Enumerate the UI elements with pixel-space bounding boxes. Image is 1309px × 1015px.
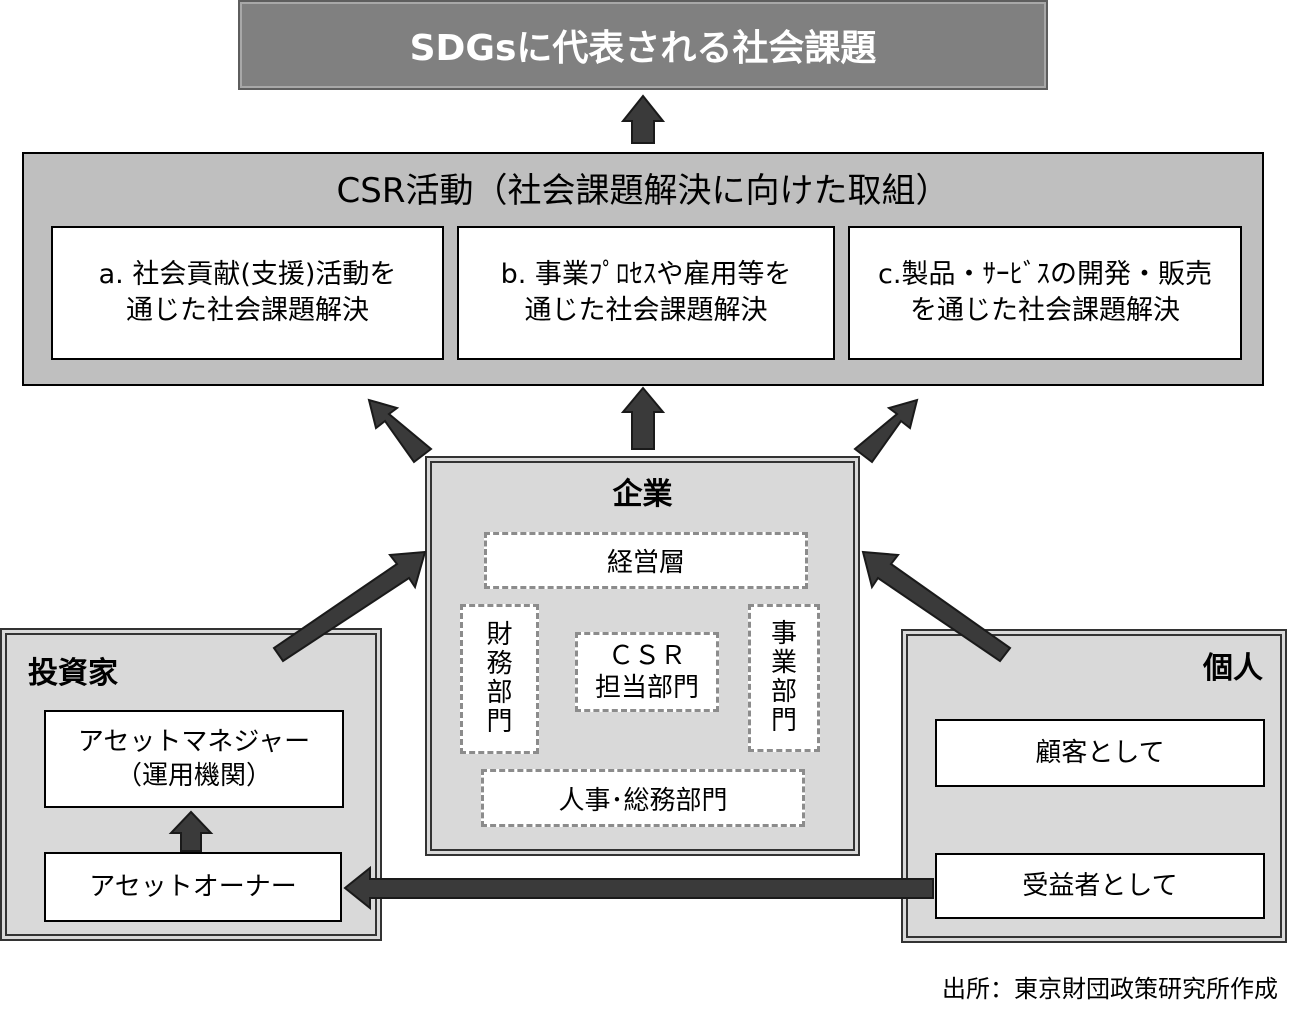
csr-item-c: c.製品・ｻｰﾋﾞｽの開発・販売 を通じた社会課題解決 [848, 226, 1242, 360]
asset-manager-box: アセットマネジャー （運用機関） [44, 710, 344, 808]
csr-title: CSR活動（社会課題解決に向けた取組） [336, 170, 950, 211]
management-layer: 経営層 [484, 532, 808, 589]
individual-title: 個人 [1203, 651, 1263, 686]
as-beneficiary-box: 受益者として [935, 853, 1265, 919]
arrow-owner-to-manager [168, 810, 214, 852]
company-title: 企業 [612, 477, 673, 512]
csr-department: ＣＳＲ 担当部門 [575, 632, 719, 712]
csr-activities-box: CSR活動（社会課題解決に向けた取組） a. 社会貢献(支援)活動を 通じた社会… [22, 152, 1264, 386]
hr-general-affairs-department: 人事･総務部門 [481, 769, 805, 827]
top-banner-text: SDGsに代表される社会課題 [409, 28, 877, 69]
csr-item-b: b. 事業ﾌﾟﾛｾｽや雇用等を 通じた社会課題解決 [457, 226, 835, 360]
investor-title: 投資家 [28, 656, 118, 691]
arrow-up-company-center [620, 386, 666, 450]
arrow-up-to-sdgs [620, 94, 666, 144]
csr-item-a: a. 社会貢献(支援)活動を 通じた社会課題解決 [51, 226, 444, 360]
source-note: 出所：東京財団政策研究所作成 [942, 974, 1278, 1003]
asset-owner-box: アセットオーナー [44, 852, 342, 922]
business-department: 事 業 部 門 [748, 604, 820, 752]
arrow-diag-company-right [853, 398, 919, 464]
finance-department: 財 務 部 門 [460, 604, 539, 754]
company-box: 企業 経営層 財 務 部 門 ＣＳＲ 担当部門 事 業 部 門 人事･総務部門 [425, 456, 860, 856]
arrow-diag-company-left [367, 398, 433, 464]
arrow-investor-to-company [272, 550, 427, 663]
arrow-beneficiary-to-owner [343, 865, 934, 911]
as-customer-box: 顧客として [935, 719, 1265, 787]
individual-box: 個人 顧客として 受益者として [901, 629, 1287, 943]
investor-box: 投資家 アセットマネジャー （運用機関） アセットオーナー [0, 628, 382, 941]
top-banner: SDGsに代表される社会課題 [238, 0, 1048, 90]
arrow-individual-to-company [861, 550, 1012, 663]
